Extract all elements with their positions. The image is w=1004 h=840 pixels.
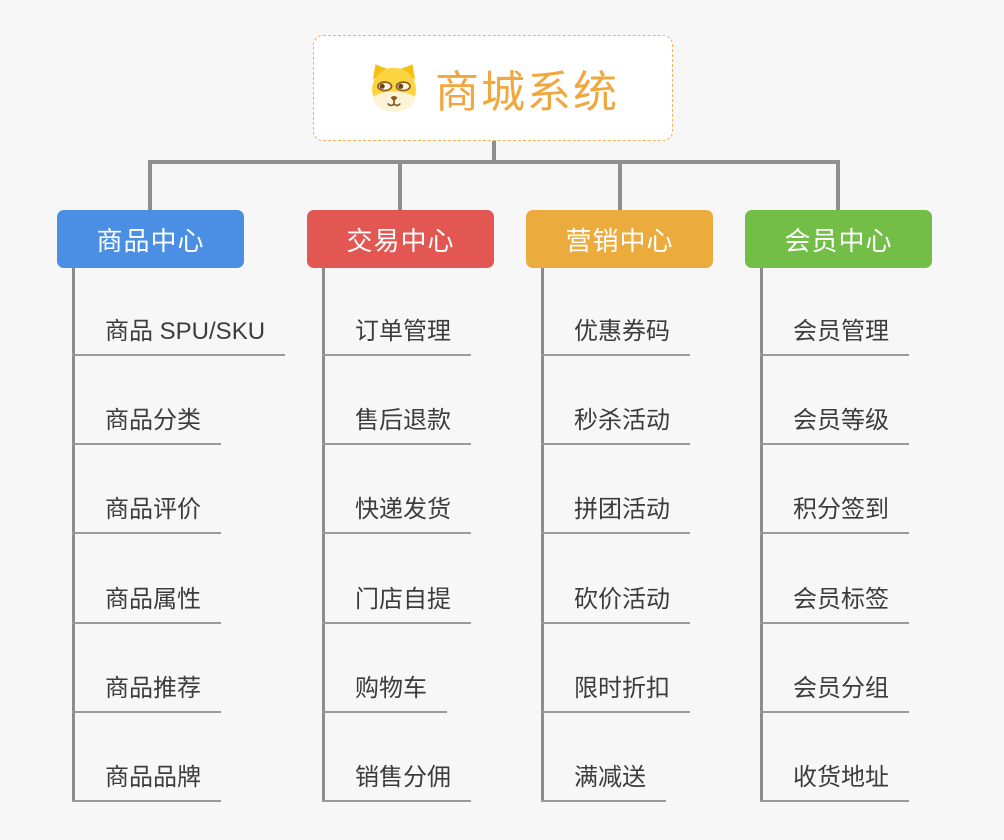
leaf-item[interactable]: 积分签到: [760, 494, 909, 534]
leaf-item[interactable]: 满减送: [541, 762, 666, 802]
branch-label: 会员中心: [784, 225, 893, 256]
branch-box[interactable]: 营销中心: [526, 210, 713, 268]
branch-label: 营销中心: [565, 225, 674, 256]
leaf-item[interactable]: 门店自提: [322, 584, 471, 624]
leaf-item[interactable]: 商品 SPU/SKU: [72, 316, 286, 356]
column-trunk-line: [541, 268, 544, 802]
branch-box[interactable]: 商品中心: [57, 210, 244, 268]
leaf-item[interactable]: 销售分佣: [322, 762, 471, 802]
leaf-item[interactable]: 商品品牌: [72, 762, 221, 802]
leaf-item[interactable]: 秒杀活动: [541, 405, 690, 445]
leaf-item[interactable]: 会员分组: [760, 673, 909, 713]
leaf-item[interactable]: 限时折扣: [541, 673, 690, 713]
branch-drop-line: [398, 160, 402, 210]
branch-column: 营销中心优惠券码秒杀活动拼团活动砍价活动限时折扣满减送: [526, 210, 826, 810]
leaf-item[interactable]: 购物车: [322, 673, 447, 713]
leaf-item[interactable]: 优惠券码: [541, 316, 690, 356]
leaf-item[interactable]: 商品推荐: [72, 673, 221, 713]
column-trunk-line: [72, 268, 75, 802]
leaf-item[interactable]: 会员管理: [760, 316, 909, 356]
leaf-item[interactable]: 商品分类: [72, 405, 221, 445]
leaf-item[interactable]: 商品属性: [72, 584, 221, 624]
column-trunk-line: [322, 268, 325, 802]
bus-connector-line: [149, 160, 839, 164]
branch-label: 商品中心: [96, 225, 205, 256]
branch-drop-line: [618, 160, 622, 210]
leaf-item[interactable]: 订单管理: [322, 316, 471, 356]
leaf-item[interactable]: 收货地址: [760, 762, 909, 802]
root-title: 商城系统: [435, 68, 619, 117]
branch-drop-line: [836, 160, 840, 210]
branch-label: 交易中心: [346, 225, 455, 256]
branch-drop-line: [148, 160, 152, 210]
leaf-item[interactable]: 砍价活动: [541, 584, 690, 624]
branch-column: 商品中心商品 SPU/SKU 商品分类商品评价商品属性商品推荐商品品牌: [57, 210, 357, 810]
root-node[interactable]: 商城系统: [313, 35, 673, 141]
branch-column: 交易中心订单管理售后退款快递发货门店自提购物车销售分佣: [307, 210, 607, 810]
root-connector-line: [492, 141, 496, 164]
leaf-item[interactable]: 会员等级: [760, 405, 909, 445]
branch-box[interactable]: 交易中心: [307, 210, 494, 268]
leaf-item[interactable]: 会员标签: [760, 584, 909, 624]
leaf-item[interactable]: 快递发货: [322, 494, 471, 534]
branch-column: 会员中心会员管理会员等级积分签到会员标签会员分组收货地址: [745, 210, 1004, 810]
leaf-item[interactable]: 拼团活动: [541, 494, 690, 534]
leaf-item[interactable]: 售后退款: [322, 405, 471, 445]
branch-box[interactable]: 会员中心: [745, 210, 932, 268]
dog-face-icon: [372, 64, 416, 112]
leaf-item[interactable]: 商品评价: [72, 494, 221, 534]
column-trunk-line: [760, 268, 763, 802]
